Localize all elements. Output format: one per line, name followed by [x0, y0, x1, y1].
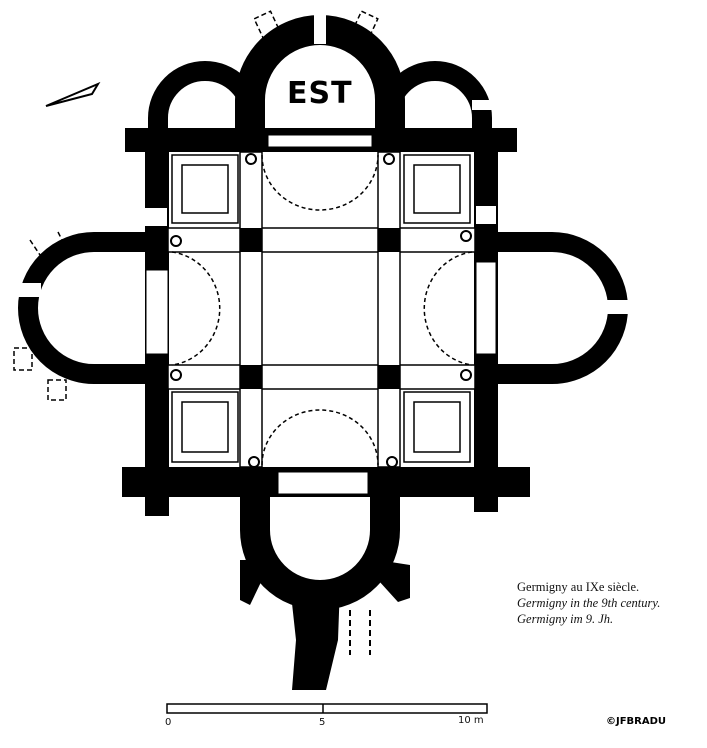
watermark: ©JFBRADU — [606, 716, 667, 727]
door-west — [277, 471, 369, 495]
cross-bar-east — [167, 227, 476, 253]
central-piers — [240, 228, 400, 389]
west-porch — [240, 490, 400, 610]
window-north — [145, 208, 167, 226]
door-south — [475, 261, 497, 355]
apsidiole-window — [472, 100, 492, 110]
columns — [170, 153, 472, 468]
corner-chambers — [171, 154, 471, 463]
west-porch-stub-left — [240, 560, 262, 605]
door-north — [145, 269, 169, 355]
west-porch-stub-right — [378, 560, 410, 602]
caption-french: Germigny au IXe siècle. — [517, 580, 640, 594]
west-tail-wall — [290, 585, 340, 690]
north-apse-window — [15, 283, 41, 297]
caption-german: Germigny im 9. Jh. — [517, 612, 614, 626]
orientation-label: EST — [287, 76, 353, 111]
south-apse — [478, 232, 628, 384]
south-apse-window — [606, 300, 632, 314]
cross-bar-west — [167, 364, 476, 390]
caption-english: Germigny in the 9th century. — [517, 596, 661, 610]
scale-tick-5: 5 — [319, 717, 326, 728]
scale-tick-10: 10 m — [458, 715, 484, 726]
dashed-buttresses — [13, 10, 379, 401]
east-apse-window — [314, 14, 326, 44]
north-apse — [18, 232, 165, 384]
cross-bar-south — [377, 151, 401, 468]
window-south — [476, 206, 496, 224]
dashed-vaults — [171, 154, 473, 466]
scale-bar — [166, 703, 488, 714]
north-arrow-icon — [45, 81, 101, 107]
plan-caption: Germigny au IXe siècle. Germigny in the … — [517, 579, 660, 627]
cross-bar-north — [239, 151, 263, 468]
scale-tick-0: 0 — [165, 717, 172, 728]
north-east-apsidiole — [148, 61, 262, 135]
door-east — [267, 134, 373, 148]
